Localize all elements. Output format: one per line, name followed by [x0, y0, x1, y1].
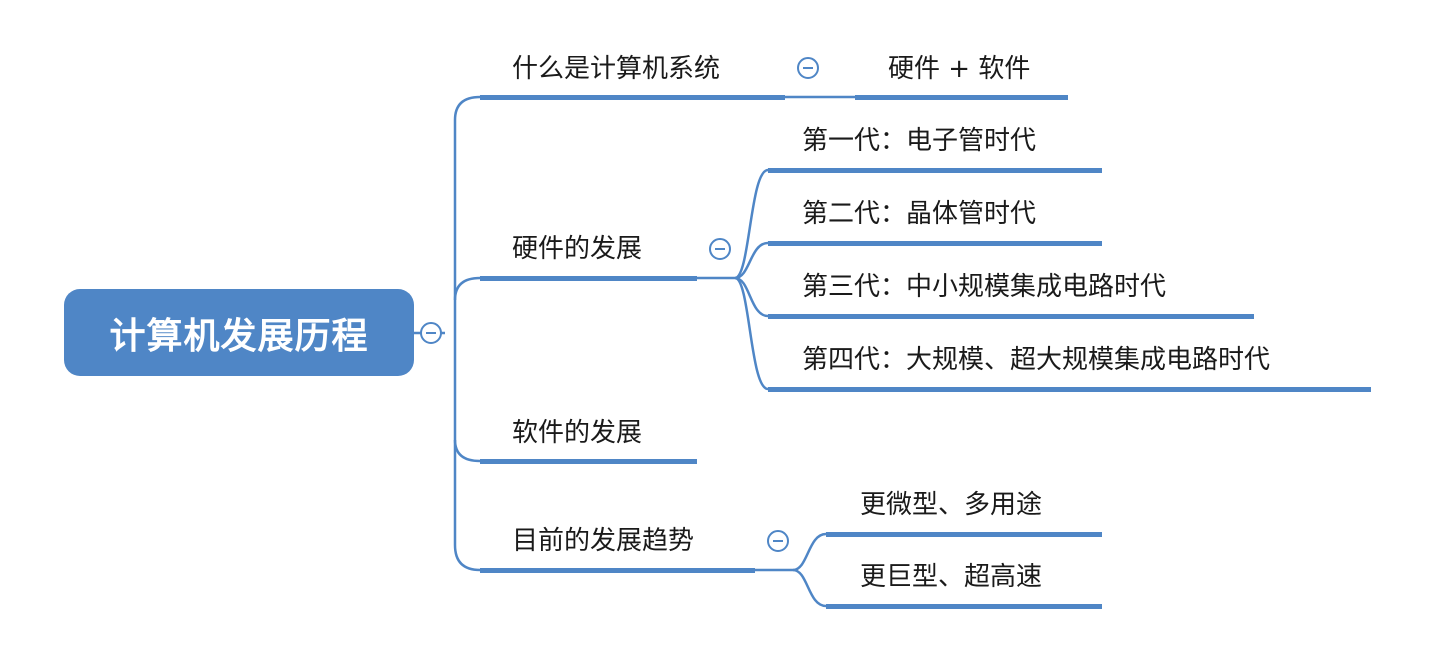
branch-hardware-development[interactable]: 硬件的发展	[512, 234, 643, 264]
leaf-hardware-plus-software[interactable]: 硬件 + 软件	[888, 54, 1031, 84]
leaf-generation-2[interactable]: 第二代：晶体管时代	[802, 199, 1037, 229]
leaf-underline	[768, 387, 1371, 392]
connector-root-to-b2	[453, 276, 481, 301]
connector-root-to-b3	[453, 439, 481, 463]
leaf-giant-high-speed[interactable]: 更巨型、超高速	[860, 562, 1043, 592]
branch-collapse-icon[interactable]	[797, 57, 819, 79]
leaf-generation-4[interactable]: 第四代：大规模、超大规模集成电路时代	[802, 345, 1271, 375]
branch-software-development[interactable]: 软件的发展	[512, 418, 643, 448]
branch-underline	[480, 95, 785, 100]
branch-underline	[480, 459, 697, 464]
root-collapse-icon[interactable]	[420, 322, 442, 344]
leaf-underline	[768, 241, 1102, 246]
branch-collapse-icon[interactable]	[709, 238, 731, 260]
branch-current-trends[interactable]: 目前的发展趋势	[512, 526, 695, 556]
leaf-generation-3[interactable]: 第三代：中小规模集成电路时代	[802, 272, 1167, 302]
branch-collapse-icon[interactable]	[767, 530, 789, 552]
connector-root-spine	[453, 95, 481, 572]
leaf-micro-multipurpose[interactable]: 更微型、多用途	[860, 490, 1043, 520]
connector-b2-c1	[734, 168, 769, 280]
branch-what-is-computer-system[interactable]: 什么是计算机系统	[512, 54, 721, 84]
leaf-underline	[855, 95, 1068, 100]
connector-b2-c4	[734, 276, 769, 391]
branch-underline	[480, 276, 697, 281]
connector-b2-c2	[734, 241, 769, 280]
connector-b4-c1	[792, 532, 827, 572]
root-label: 计算机发展历程	[109, 315, 369, 357]
leaf-generation-1[interactable]: 第一代：电子管时代	[802, 126, 1037, 156]
leaf-underline	[768, 314, 1254, 319]
leaf-underline	[826, 532, 1102, 537]
leaf-underline	[826, 604, 1102, 609]
root-node[interactable]: 计算机发展历程	[64, 289, 414, 376]
connector-b4-c2	[792, 568, 827, 608]
connector-b2-c3	[734, 276, 769, 318]
leaf-underline	[768, 168, 1102, 173]
branch-underline	[480, 568, 755, 573]
